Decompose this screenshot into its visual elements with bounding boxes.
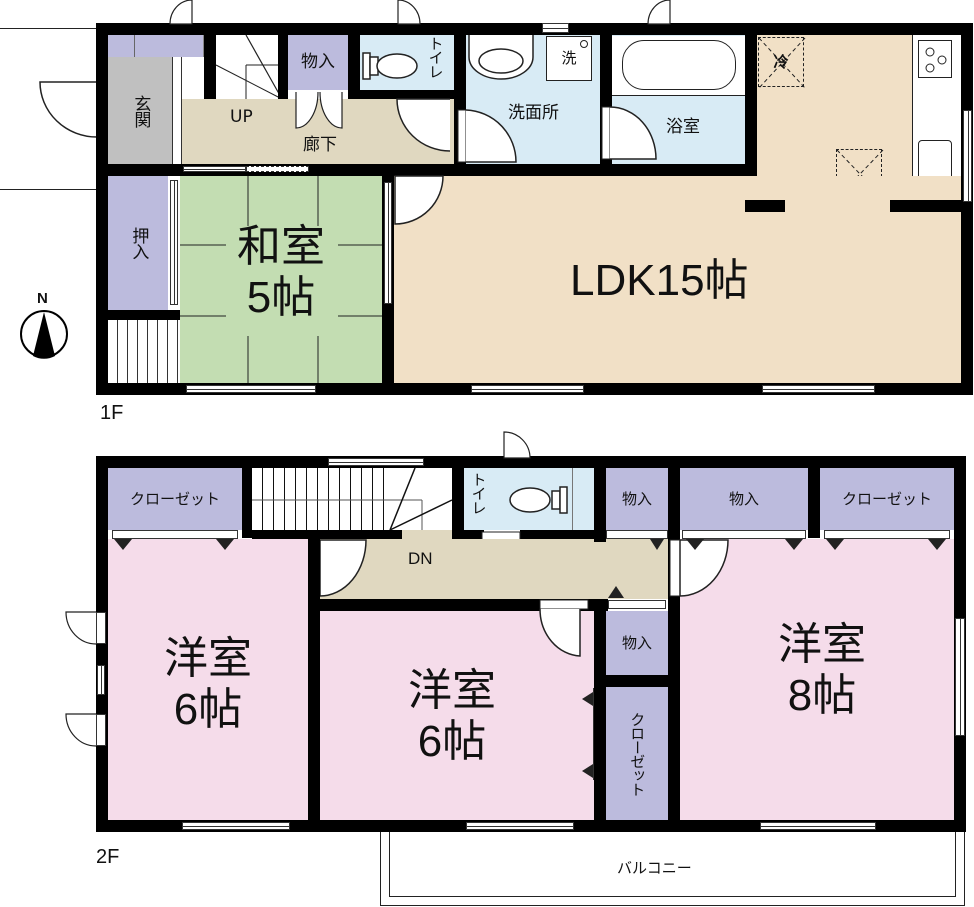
entrance-door-icon (39, 81, 98, 138)
western-room-left-6jo (108, 539, 308, 820)
toilet-label-2f: トイレ (469, 472, 488, 514)
stair-lines-2f (252, 467, 453, 531)
storage-b-2f: 物入 (680, 468, 808, 530)
compass-arrow-icon (20, 310, 68, 359)
toilet-label: トイレ (426, 36, 445, 78)
stove-icon (918, 40, 952, 78)
exterior-door-icon (647, 0, 671, 25)
western-room-right-8jo (680, 539, 954, 820)
storage-1f: 物入 (288, 35, 348, 90)
sink-icon (468, 35, 534, 80)
exterior-door-icon (503, 431, 531, 459)
storage-c-2f: 物入 (606, 611, 668, 675)
washitsu-tatami-room (180, 176, 382, 383)
exterior-door-icon (397, 0, 421, 25)
fridge-space: 冷 (758, 37, 806, 89)
toilet-icon-2f (509, 486, 568, 514)
dn-label: DN (408, 549, 433, 568)
closet-left-2f: クローゼット (108, 468, 242, 530)
tatami-lines (180, 176, 382, 383)
closet-middle-2f: クローゼット (606, 687, 668, 820)
exterior-door-icon (169, 0, 193, 25)
floor-2-label: 2F (96, 846, 120, 868)
balcony: バルコニー (380, 832, 965, 906)
storage-a-2f: 物入 (606, 468, 668, 530)
floor-1-label: 1F (100, 402, 124, 424)
room-left-label: 洋室 6帖 (164, 634, 252, 734)
staircase-1f (216, 35, 282, 99)
washroom-label: 洗面所 (508, 103, 559, 123)
toilet-icon (362, 52, 418, 80)
closet-right-2f: クローゼット (820, 468, 954, 530)
north-label: N (37, 290, 48, 307)
ldk-living-dining-kitchen (394, 176, 961, 383)
storage-under-stairs (108, 320, 178, 383)
bathroom-door-icon (601, 106, 657, 160)
compass: N (18, 290, 70, 365)
western-room-middle-6jo (320, 611, 600, 820)
washroom-door-icon (457, 109, 517, 163)
side-door-icon (65, 611, 97, 645)
stair-lines (215, 34, 283, 100)
closet-oshiire: 押入 (108, 176, 168, 310)
toilet-door-icon (396, 98, 451, 152)
shoe-storage (108, 35, 204, 57)
entrance-genkan: 玄関 (108, 57, 172, 164)
hallway-label: 廊下 (303, 135, 337, 155)
washitsu-label: 和室 5帖 (237, 222, 325, 322)
room-mid-label: 洋室 6帖 (408, 666, 496, 766)
bathroom-label: 浴室 (666, 117, 700, 137)
room-right-door-icon (669, 539, 729, 597)
room-mid-door-icon (539, 599, 589, 657)
storage-double-door-icon (295, 91, 343, 129)
side-door-icon (65, 713, 97, 747)
ldk-door-icon (394, 175, 444, 225)
ldk-label: LDK15帖 (570, 256, 749, 305)
up-label: UP (230, 107, 253, 127)
staircase-2f (252, 468, 400, 530)
room-right-label: 洋室 8帖 (778, 620, 866, 720)
